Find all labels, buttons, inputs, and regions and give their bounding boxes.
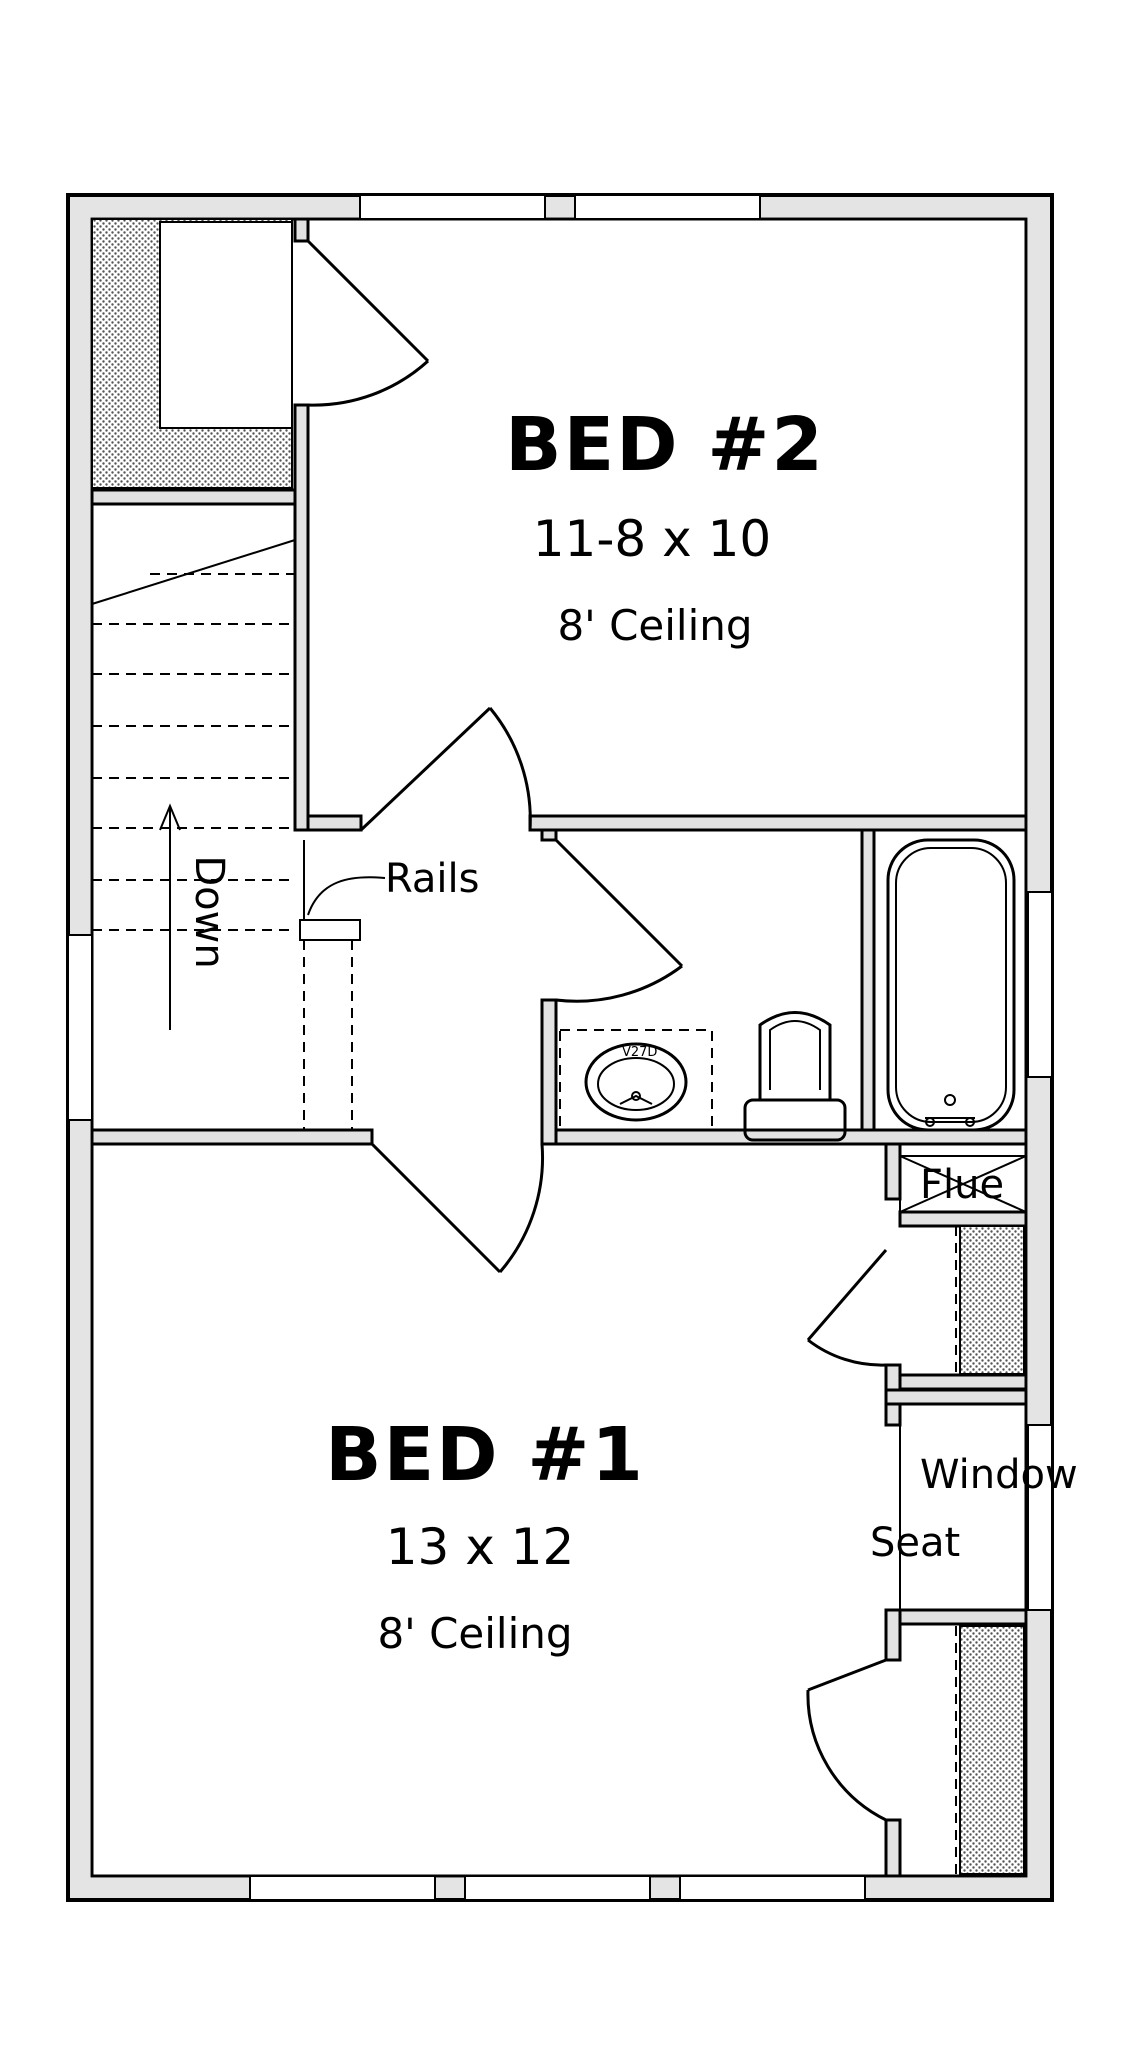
stair-arrow-head — [159, 803, 181, 831]
bed2-labels: BED #2 11-8 x 10 8' Ceiling — [505, 402, 825, 650]
bed1-name: BED #1 — [325, 1412, 645, 1498]
doors — [306, 239, 888, 1822]
window-seat-label-line1: Window — [920, 1452, 1078, 1498]
interior-walls — [90, 217, 1028, 1878]
stair-down-label: Down — [186, 855, 232, 968]
window-right-seat — [1027, 1424, 1053, 1611]
rails-label: Rails — [385, 856, 480, 902]
window-seat: Window Seat — [870, 1403, 1078, 1611]
window-right-bath — [1027, 891, 1053, 1078]
sink-icon — [584, 1042, 688, 1122]
window-bottom-left — [249, 1875, 436, 1901]
bath-fixtures: V27D — [559, 838, 1016, 1142]
window-top-left — [359, 194, 546, 220]
toilet-icon — [758, 1011, 832, 1100]
bottom-right-closet-hatch — [959, 1625, 1025, 1875]
staircase: Down — [91, 539, 296, 1030]
bed1-ceiling: 8' Ceiling — [377, 1609, 572, 1658]
window-left-stair — [67, 934, 93, 1121]
bed2-size: 11-8 x 10 — [533, 510, 771, 568]
windows — [67, 194, 1053, 1901]
bed2-ceiling: 8' Ceiling — [557, 601, 752, 650]
window-bottom-mid — [464, 1875, 651, 1901]
bed1-size: 13 x 12 — [386, 1518, 575, 1576]
bed2-name: BED #2 — [505, 402, 825, 488]
flue-label: Flue — [920, 1162, 1004, 1208]
hatched-areas — [91, 218, 1025, 1875]
window-top-right — [574, 194, 761, 220]
flue-chase-hatch — [959, 1225, 1025, 1375]
window-bottom-right — [679, 1875, 866, 1901]
stair-rails: Rails — [299, 840, 480, 1130]
flue: Flue — [899, 1155, 1027, 1213]
vanity-counter — [559, 1029, 713, 1131]
sink-tag: V27D — [622, 1045, 657, 1060]
bed1-labels: BED #1 13 x 12 8' Ceiling — [325, 1412, 645, 1658]
bathtub-icon — [886, 838, 1016, 1132]
window-seat-label-line2: Seat — [870, 1520, 960, 1566]
